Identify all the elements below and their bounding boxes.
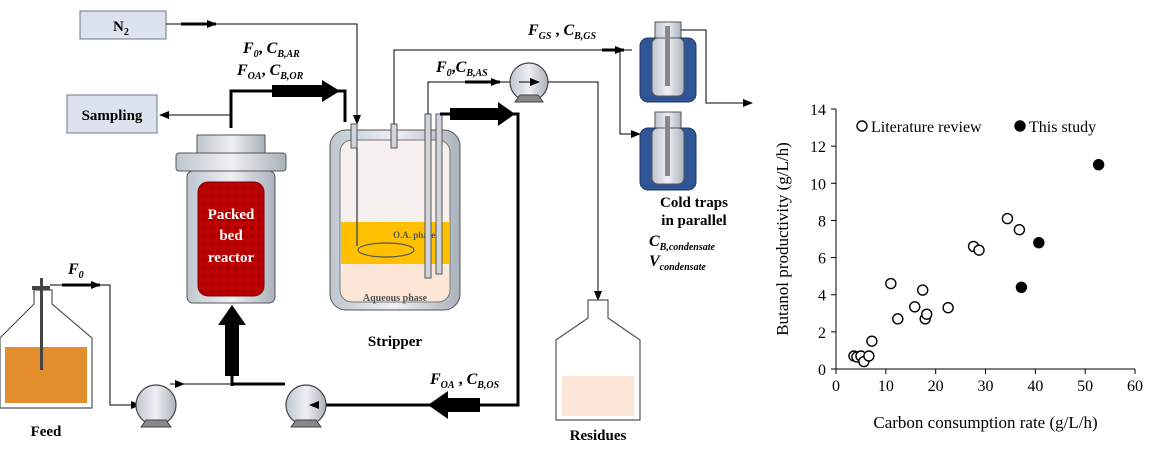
chart-points bbox=[848, 159, 1105, 368]
condensate-conc-label: CB,condensate bbox=[649, 233, 716, 253]
data-point-literature bbox=[1013, 224, 1026, 236]
data-point-literature bbox=[973, 244, 985, 256]
legend-label: Literature review bbox=[871, 119, 982, 136]
feed-label: Feed bbox=[31, 424, 62, 440]
data-point-literature bbox=[863, 350, 875, 362]
y-tick-label: 6 bbox=[818, 251, 826, 268]
x-tick-label: 50 bbox=[1077, 378, 1093, 395]
data-point-literature bbox=[909, 301, 921, 313]
data-point-this-study bbox=[1015, 281, 1028, 293]
cold-trap-bottom bbox=[639, 111, 697, 191]
svg-text:bed: bed bbox=[219, 228, 243, 244]
y-tick-label: 8 bbox=[818, 213, 826, 230]
n2-line bbox=[166, 23, 358, 124]
legend-label: This study bbox=[1029, 119, 1096, 136]
flow-gas: FGS , CB,GS bbox=[527, 22, 597, 42]
x-tick-label: 0 bbox=[832, 378, 840, 395]
packed-bed-reactor: Packed bed reactor bbox=[175, 134, 287, 304]
residues-bottle bbox=[555, 299, 641, 421]
cold-trap-top bbox=[639, 21, 697, 103]
cold-traps-label-2: in parallel bbox=[661, 213, 726, 229]
data-point-literature bbox=[1001, 212, 1014, 225]
x-tick-label: 10 bbox=[878, 378, 894, 395]
flow-f0-feed: F0 bbox=[67, 261, 84, 281]
data-point-literature bbox=[866, 335, 878, 347]
svg-text:N2: N2 bbox=[113, 19, 129, 38]
data-point-this-study bbox=[1092, 159, 1105, 171]
x-tick-label: 20 bbox=[928, 378, 944, 395]
y-axis-label: Butanol productivity (g/L/h) bbox=[773, 142, 792, 336]
svg-text:Aqueous phase: Aqueous phase bbox=[363, 293, 428, 304]
y-tick-label: 0 bbox=[818, 362, 826, 379]
data-point-literature bbox=[942, 302, 954, 314]
y-tick-label: 4 bbox=[818, 288, 826, 305]
sampling-box: Sampling bbox=[66, 94, 158, 134]
x-axis-label: Carbon consumption rate (g/L/h) bbox=[873, 413, 1097, 432]
y-tick-label: 10 bbox=[810, 176, 826, 193]
flow-stripper-aq: F0,CB,AS bbox=[435, 59, 488, 79]
svg-text:Sampling: Sampling bbox=[82, 108, 143, 124]
oa-arrow-top bbox=[450, 102, 515, 126]
svg-text:O.A. phase: O.A. phase bbox=[393, 230, 435, 240]
flow-reactor-out-2: FOA, CB,OR bbox=[236, 62, 304, 82]
cold-traps-label-1: Cold traps bbox=[660, 195, 728, 211]
feed-bottle bbox=[0, 278, 93, 409]
legend-marker bbox=[1014, 120, 1026, 132]
residues-label: Residues bbox=[570, 428, 627, 444]
data-point-literature bbox=[920, 308, 933, 320]
pump-stripper bbox=[509, 62, 549, 103]
data-point-literature bbox=[885, 277, 897, 290]
y-tick-label: 2 bbox=[818, 325, 826, 342]
pump-feed bbox=[135, 384, 177, 428]
pump-recycle bbox=[285, 384, 327, 428]
gas-line bbox=[393, 49, 632, 124]
stripper-vessel: O.A. phase Aqueous phase bbox=[329, 113, 461, 311]
y-tick-label: 12 bbox=[810, 139, 826, 156]
residue-line bbox=[548, 81, 599, 300]
n2-box: N2 bbox=[79, 10, 167, 40]
condensate-vol-label: Vcondensate bbox=[649, 253, 706, 273]
flow-oa-return: FOA , CB,OS bbox=[429, 371, 500, 391]
svg-text:reactor: reactor bbox=[208, 250, 255, 266]
oa-arrow-bottom bbox=[428, 391, 480, 419]
data-point-literature bbox=[892, 313, 904, 325]
y-tick-label: 14 bbox=[810, 102, 826, 119]
chart-legend: Literature review This study bbox=[856, 119, 1096, 136]
x-tick-label: 30 bbox=[978, 378, 994, 395]
legend-marker bbox=[856, 120, 868, 132]
x-tick-label: 40 bbox=[1027, 378, 1043, 395]
flow-reactor-out-1: F0, CB,AR bbox=[242, 40, 300, 60]
stripper-label: Stripper bbox=[368, 334, 423, 350]
x-tick-label: 60 bbox=[1127, 378, 1143, 395]
reactor-inlet-arrow bbox=[218, 305, 246, 376]
chart-axes: 0 10 20 30 40 50 60 0 2 4 6 8 10 12 14 bbox=[810, 102, 1143, 395]
data-point-this-study bbox=[1033, 237, 1045, 249]
data-point-literature bbox=[917, 284, 929, 296]
reactor-outlet-arrow bbox=[272, 80, 340, 102]
svg-text:Packed: Packed bbox=[208, 207, 255, 223]
